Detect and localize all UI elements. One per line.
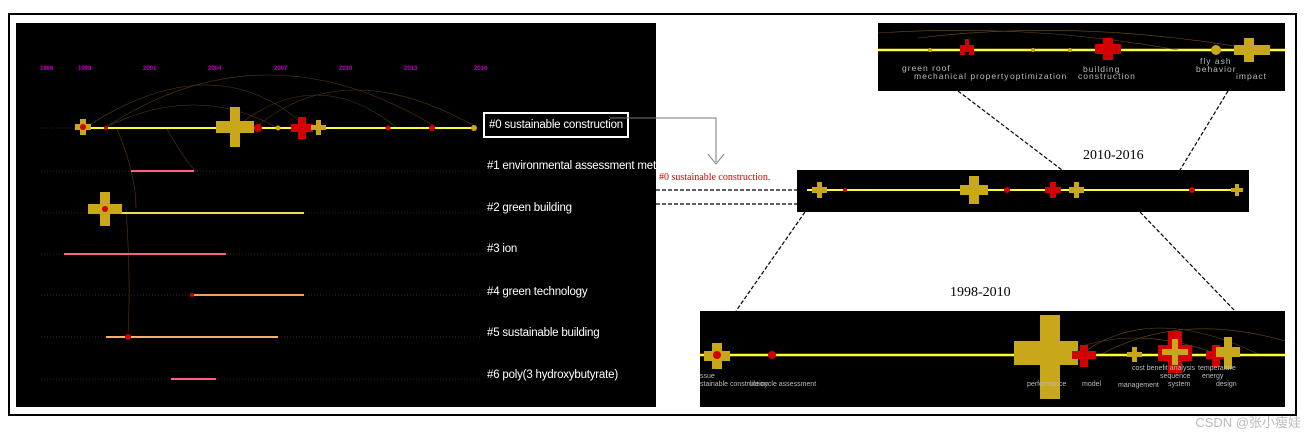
- term-energy: energy: [1202, 373, 1224, 380]
- burst-track-5: [125, 334, 131, 340]
- nodes-track-0: [75, 107, 477, 147]
- term-optimization: optimization: [1010, 71, 1068, 81]
- term-cost-benefit-analysis: cost benefit analysis: [1132, 365, 1196, 372]
- term-mechanical-property: mechanical property: [914, 71, 1010, 81]
- cluster-label-5: #5 sustainable building: [487, 327, 600, 339]
- term-design: design: [1216, 381, 1237, 388]
- term-life-cycle-assessment: life cycle assessment: [750, 381, 817, 388]
- term-ssue: ssue: [700, 373, 715, 380]
- term-performance: performance: [1027, 381, 1067, 388]
- year-label: 2007: [274, 66, 288, 72]
- term-building: building: [1083, 64, 1121, 74]
- cluster-label-2: #2 green building: [487, 202, 572, 214]
- zoom-panel-1998-2010: ssue stainable construction life cycle a…: [700, 311, 1285, 407]
- year-label: 2013: [404, 66, 418, 72]
- cluster-label-0: #0 sustainable construction: [483, 112, 629, 138]
- term-system: system: [1168, 381, 1191, 388]
- timeline-panel: 1996 1998 2001 2004 2007 2010 2013 2016 …: [16, 23, 656, 407]
- cluster-label-3: #3 ion: [487, 243, 518, 255]
- term-sustainable-construction: stainable construction: [700, 381, 768, 388]
- figure-frame: [8, 13, 1297, 416]
- term-impact: impact: [1236, 71, 1268, 81]
- term-construction: construction: [1078, 71, 1136, 81]
- zoom-top-graphic: [878, 29, 1285, 62]
- term-temperature: temperature: [1198, 365, 1236, 372]
- year-label: 2010: [339, 66, 353, 72]
- term-model: model: [1082, 381, 1102, 388]
- term-fly-ash: fly ash: [1200, 56, 1232, 66]
- term-green-roof: green roof: [902, 63, 951, 73]
- watermark: CSDN @张小瘦娃: [1195, 415, 1301, 430]
- term-management: management: [1118, 382, 1159, 389]
- year-label: 1996: [40, 66, 54, 72]
- period-label-earlier: 1998-2010: [950, 285, 1011, 300]
- year-label: 2016: [474, 66, 488, 72]
- cluster-label-1: #1 environmental assessment methods: [487, 160, 656, 172]
- burst-track-2: [102, 206, 108, 212]
- year-label: 2001: [143, 66, 157, 72]
- burst-track-4: [190, 293, 194, 297]
- citation-arcs: [85, 74, 477, 334]
- cluster-label-6: #6 poly(3 hydroxybutyrate): [487, 369, 618, 381]
- cluster-label-4: #4 green technology: [487, 286, 588, 298]
- zoom-full-graphic: [807, 176, 1243, 204]
- period-label-later: 2010-2016: [1083, 148, 1144, 163]
- term-sequence: sequence: [1160, 373, 1191, 380]
- timeline-graphic: [41, 74, 481, 380]
- callout-label: #0 sustainable construction.: [659, 172, 771, 183]
- year-label: 1998: [78, 66, 92, 72]
- zoom-panel-full: [797, 170, 1249, 212]
- term-behavior: behavior: [1196, 64, 1237, 74]
- year-label: 2004: [208, 66, 222, 72]
- zoom-bot-graphic: [700, 315, 1285, 399]
- zoom-panel-2010-2016: green roof mechanical property optimizat…: [878, 23, 1285, 91]
